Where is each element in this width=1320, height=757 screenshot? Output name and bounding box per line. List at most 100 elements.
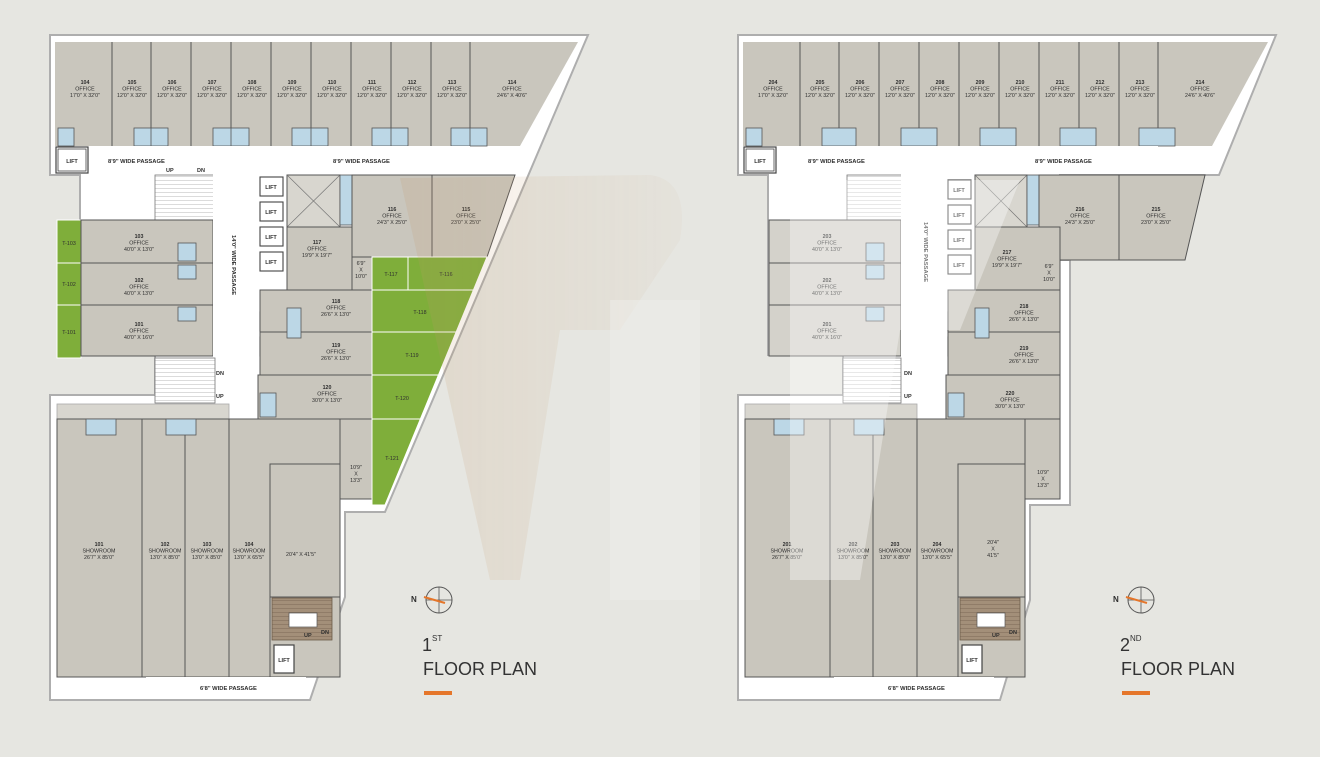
- showroom-104-type: SHOWROOM: [233, 549, 266, 555]
- stair-down-label: DN: [197, 168, 205, 174]
- office-211-number: 211: [1056, 80, 1065, 86]
- left-offices: [80, 219, 214, 357]
- stair-down-label: DN: [321, 630, 329, 636]
- terrace-t117: T-117: [384, 272, 397, 278]
- corridor-right-label: 8'9" WIDE PASSAGE: [333, 159, 390, 165]
- office-120-size: 30'0" X 13'0": [312, 398, 342, 404]
- terrace-t118: T-118: [413, 310, 426, 316]
- office-217-size: 19'9" X 19'7": [992, 263, 1022, 269]
- office-110-size: 12'0" X 32'0": [317, 93, 347, 99]
- office-206-size: 12'0" X 32'0": [845, 93, 875, 99]
- office-209-type: OFFICE: [970, 87, 990, 93]
- small-room-x: X: [1041, 477, 1045, 483]
- office-208-number: 208: [936, 80, 945, 86]
- office-107-number: 107: [208, 80, 217, 86]
- office-112-type: OFFICE: [402, 87, 422, 93]
- office-214-type: OFFICE: [1190, 87, 1210, 93]
- office-209-number: 209: [976, 80, 985, 86]
- office-113-number: 113: [448, 80, 457, 86]
- office-114-size: 24'6" X 40'6": [497, 93, 527, 99]
- staircase-top: [154, 174, 216, 221]
- office-212-size: 12'0" X 32'0": [1085, 93, 1115, 99]
- watermark-logo: [400, 175, 700, 600]
- duct-x: X: [359, 268, 363, 274]
- bottom-passage-label: 6'8" WIDE PASSAGE: [200, 686, 257, 692]
- big-room-x: X: [991, 547, 995, 553]
- showroom-202-type: SHOWROOM: [837, 549, 870, 555]
- showroom-203-type: SHOWROOM: [879, 549, 912, 555]
- lift-box[interactable]: [55, 146, 89, 174]
- corridor-left-label: 8'9" WIDE PASSAGE: [808, 159, 865, 165]
- showroom-102-size: 13'0" X 85'0": [150, 555, 180, 561]
- office-116-size: 24'3" X 25'0": [377, 220, 407, 226]
- lift-box[interactable]: [743, 146, 777, 174]
- office-213-number: 213: [1136, 80, 1145, 86]
- showroom-103-number: 103: [203, 542, 212, 548]
- office-119-type: OFFICE: [326, 350, 346, 356]
- office-104-number: 104: [81, 80, 90, 86]
- office-212-type: OFFICE: [1090, 87, 1110, 93]
- small-room-height: 13'3": [350, 478, 362, 484]
- lift-label: LIFT: [66, 159, 78, 165]
- office-102-number: 102: [135, 278, 144, 284]
- title-underline: [424, 691, 452, 695]
- lift-label: LIFT: [754, 159, 766, 165]
- office-206-number: 206: [856, 80, 865, 86]
- office-119-size: 26'6" X 13'0": [321, 356, 351, 362]
- showrooms: [56, 403, 341, 697]
- compass-icon: [423, 586, 453, 614]
- office-204-size: 17'0" X 32'0": [758, 93, 788, 99]
- office-214-size: 24'6" X 40'6": [1185, 93, 1215, 99]
- corridor-right-label: 8'9" WIDE PASSAGE: [1035, 159, 1092, 165]
- office-108-size: 12'0" X 32'0": [237, 93, 267, 99]
- left-terraces: T-103 T-102 T-101: [56, 219, 82, 359]
- vertical-passage-label: 14'0" WIDE PASSAGE: [922, 222, 928, 282]
- office-215-type: OFFICE: [1146, 214, 1166, 220]
- showroom-201-number: 201: [783, 542, 792, 548]
- office-219-type: OFFICE: [1014, 353, 1034, 359]
- office-105-size: 12'0" X 32'0": [117, 93, 147, 99]
- duct-x: X: [1047, 271, 1051, 277]
- left-office-labels: 203OFFICE40'0" X 13'0"202OFFICE40'0" X 1…: [812, 234, 842, 341]
- showroom-101-size: 26'7" X 85'0": [84, 555, 114, 561]
- staircase-middle: [842, 357, 902, 404]
- corridor: [88, 146, 470, 174]
- office-218-size: 26'6" X 13'0": [1009, 317, 1039, 323]
- office-111-number: 111: [368, 80, 376, 86]
- office-117-number: 117: [313, 240, 322, 246]
- stair-up-label: UP: [904, 394, 912, 400]
- office-203-type: OFFICE: [817, 241, 837, 247]
- office-120-number: 120: [323, 385, 332, 391]
- office-120-type: OFFICE: [317, 392, 337, 398]
- watermark-logo: [790, 180, 1020, 580]
- stair-up-label: UP: [166, 168, 174, 174]
- floor-plan-title: FLOOR PLAN: [1121, 659, 1235, 679]
- stair-up-label: UP: [992, 633, 1000, 639]
- showroom-202-size: 13'0" X 85'0": [838, 555, 868, 561]
- stair-down-label: DN: [216, 371, 224, 377]
- stair-down-label: DN: [1009, 630, 1017, 636]
- office-114-number: 114: [508, 80, 517, 86]
- office-213-type: OFFICE: [1130, 87, 1150, 93]
- showroom-102-type: SHOWROOM: [149, 549, 182, 555]
- terrace-t101: T-101: [62, 330, 76, 336]
- office-113-size: 12'0" X 32'0": [437, 93, 467, 99]
- office-103-type: OFFICE: [129, 241, 149, 247]
- showroom-203-number: 203: [891, 542, 900, 548]
- corridor: [776, 146, 1158, 174]
- north-label: N: [411, 595, 417, 604]
- office-107-size: 12'0" X 32'0": [197, 93, 227, 99]
- small-room-x: X: [354, 472, 358, 478]
- duct-height: 10'0": [355, 274, 367, 280]
- office-206-type: OFFICE: [850, 87, 870, 93]
- office-205-number: 205: [816, 80, 825, 86]
- lift-label: LIFT: [953, 263, 965, 269]
- terrace-t121: T-121: [385, 456, 399, 462]
- top-office-row: [55, 42, 578, 147]
- office-204-type: OFFICE: [763, 87, 783, 93]
- terrace-t102: T-102: [62, 282, 76, 288]
- top-office-row: [743, 42, 1268, 147]
- office-105-number: 105: [128, 80, 137, 86]
